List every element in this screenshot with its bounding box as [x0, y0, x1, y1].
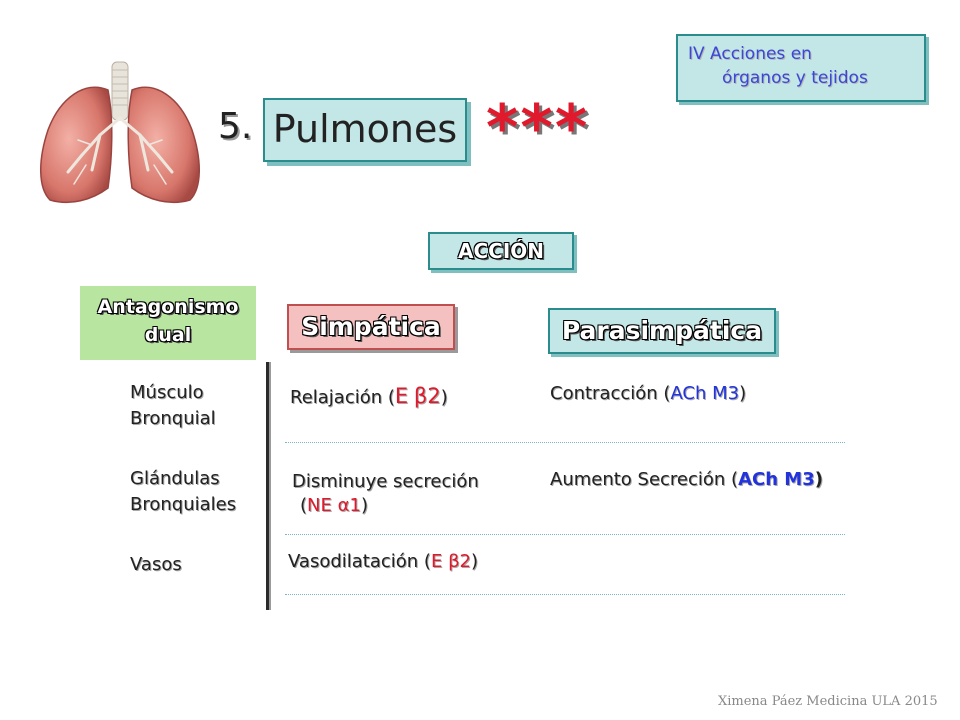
antagonism-box: Antagonismo dual [80, 286, 256, 360]
receptor: α1 [337, 495, 361, 516]
parasympathetic-effect: Aumento Secreción (ACh M3) [550, 468, 823, 492]
effect-text: Disminuye secreción [292, 471, 479, 492]
receptor: β2 [448, 551, 472, 572]
effect-close: ) [814, 469, 823, 490]
parasympathetic-effect: Contracción (ACh M3) [550, 382, 746, 406]
effect-text: Relajación ( [290, 387, 395, 408]
row-divider [285, 442, 845, 443]
section-line1: IV Acciones en [688, 44, 812, 64]
sympathetic-effect: Disminuye secreción (NE α1) [292, 470, 479, 518]
organ-label: Vasos [130, 552, 182, 578]
sympathetic-effect: Vasodilatación (E β2) [288, 550, 478, 574]
effect-close: ) [360, 495, 368, 516]
effect-close: ) [471, 551, 479, 572]
organ-line: Músculo [130, 382, 204, 403]
agent: E [430, 551, 443, 572]
divider-vertical [266, 362, 269, 610]
organ-line: Bronquial [130, 408, 216, 429]
effect-text: Aumento Secreción ( [550, 469, 739, 490]
sympathetic-effect: Relajación (E β2) [290, 384, 448, 410]
organ-line: Bronquiales [130, 494, 237, 515]
effect-open: ( [300, 495, 308, 516]
agent: ACh M3 [738, 469, 815, 490]
sympathetic-header: Simpática [287, 304, 455, 350]
effect-close: ) [739, 383, 747, 404]
parasympathetic-header: Parasimpática [548, 308, 776, 354]
effect-text: Contracción ( [550, 383, 671, 404]
effect-text: Vasodilatación ( [288, 551, 431, 572]
row-divider [285, 534, 845, 535]
organ-line: Vasos [130, 554, 182, 575]
page-title: Pulmones [263, 98, 467, 162]
accion-label: ACCIÓN [428, 232, 574, 270]
organ-line: Glándulas [130, 468, 220, 489]
agent: E [394, 384, 409, 408]
agent: ACh M3 [670, 383, 740, 404]
receptor: β2 [413, 384, 441, 408]
section-line2: órganos y tejidos [722, 68, 868, 88]
slide-number: 5. [218, 106, 253, 147]
agent: NE [307, 495, 332, 516]
antagonism-line2: dual [144, 324, 192, 346]
lungs-icon [40, 61, 200, 204]
row-divider [285, 594, 845, 595]
organ-label: Músculo Bronquial [130, 380, 216, 432]
section-box: IV Acciones en órganos y tejidos [676, 34, 926, 102]
footer-credit: Ximena Páez Medicina ULA 2015 [718, 694, 938, 709]
organ-label: Glándulas Bronquiales [130, 466, 236, 518]
stars-mark: *** [486, 91, 590, 164]
antagonism-line1: Antagonismo [97, 296, 239, 318]
effect-close: ) [440, 387, 448, 408]
